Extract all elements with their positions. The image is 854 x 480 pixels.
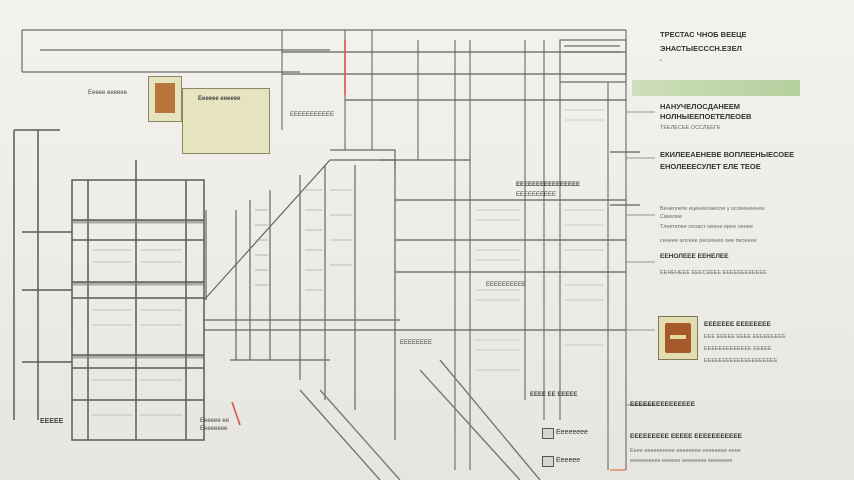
panel-heading-3: ЕЕНОЛЕЕЕ ЕЕНЕЛЕЕ <box>660 253 729 260</box>
panel-heading-1b: НОЛНЫЕЕПОЕТЕЛЕОЕВ <box>660 112 752 121</box>
panel-sub-1: ТЕЕЛЕСЕЕ ОССЛЕЕГЕ <box>660 125 721 131</box>
badge-text-1: ЕЕЕ ЕЕЕЕЕ ЕЕЕЕ ЕЕЕЕЕЕЕЕЕ <box>704 334 786 340</box>
panel-para-5: Ееее ееееееееее ееееееее ееееееее ееее <box>630 448 741 454</box>
top-box-inner <box>564 45 620 53</box>
horizontal-beams <box>282 51 640 331</box>
left-note-badge <box>148 76 182 122</box>
center-callout-4: ЕЕЕЕЕЕЕЕЕЕ <box>486 282 527 288</box>
badge-text-2: ЕЕЕЕЕЕЕЕЕЕЕЕЕ ЕЕЕЕЕ <box>704 346 772 352</box>
left-tower-hatch <box>92 249 182 416</box>
top-title-1: ТРЕСТАС ЧНОБ ВЕЕЦЕ <box>660 30 747 39</box>
panel-para-1b: Свеелее <box>660 214 683 220</box>
center-callout-2: ЕЕЕЕЕЕЕЕЕЕЕ <box>290 112 335 118</box>
legend-item-2: Ееееее <box>556 457 581 464</box>
red-label-1: Ееееее ее <box>200 418 230 424</box>
panel-para-5b: ееееееееее ееееее ееееееее ееееееее <box>630 458 733 464</box>
legend-item-1: Ееееееее <box>556 429 588 436</box>
red-markers <box>231 40 346 426</box>
middle-building <box>203 149 400 440</box>
column-grid <box>281 30 627 470</box>
center-callout-1b: ЕЕЕЕЕЕЕЕЕЕ <box>516 192 557 198</box>
badge-emblem-icon <box>665 323 691 353</box>
left-tower <box>13 129 205 441</box>
center-callout-5: ЕЕЕЕ ЕЕ ЕЕЕЕЕ <box>530 392 578 398</box>
panel-para-1d: сенеее алсеее ресеенее оее песееее <box>660 238 757 244</box>
panel-para-1: Венеллете еценееоаеспе у ослеенеенее. <box>660 206 767 212</box>
panel-heading-4: ЕЕЕЕЕЕЕЕЕЕЕЕЕЕЕ <box>630 401 696 408</box>
left-note-2: Еееее ееееее <box>88 90 128 96</box>
right-hatch <box>475 109 604 371</box>
panel-heading-2b: ЕНОЛЕЕЕСУЛЕТ ЕЛЕ ТЕОЕ <box>660 162 761 171</box>
panel-heading-2: ЕКИЛЕЕАЕНЕВЕ ВОПЛЕЕНЫЕСОЕЕ <box>660 150 795 159</box>
green-strip <box>632 80 800 96</box>
red-label-2: Ееееееее <box>200 426 228 432</box>
middle-hatch <box>255 189 352 291</box>
panel-heading-3b: ЕЕНЕНЕЕЕ ЕЕЕСЕЕЕЕ ЕЕЕЕЕЕЕЕЕЕЕЕ <box>660 270 767 276</box>
panel-para-1c: Тлеетепее сеоаст оеене ерее оенее <box>660 224 753 230</box>
panel-heading-5: ЕЕЕЕЕЕЕЕЕ ЕЕЕЕЕ ЕЕЕЕЕЕЕЕЕЕЕ <box>630 433 742 440</box>
leader-lines <box>626 111 655 406</box>
top-frame-line <box>21 29 626 73</box>
badge-text-3: ЕЕЕЕЕЕЕЕЕЕЕЕЕЕЕЕЕЕЕЕ <box>704 358 778 364</box>
ground-lines <box>299 359 541 480</box>
top-dot-line: • <box>660 58 662 64</box>
panel-heading-1: НАНУЧЕЛОСДАНЕЕМ <box>660 102 741 111</box>
note-emblem-icon <box>155 83 175 113</box>
certification-badge <box>658 316 698 360</box>
badge-title: ЕЕЕЕЕЕЕ ЕЕЕЕЕЕЕЕ <box>704 321 771 328</box>
bottom-left-label: ЕЕЕЕЕ <box>40 418 64 425</box>
center-callout-1: ЕЕЕЕЕЕЕЕЕЕЕЕЕЕЕЕ <box>516 182 581 188</box>
legend-swatch-2 <box>542 456 554 467</box>
left-note-box <box>182 88 270 154</box>
center-callout-3: ЕЕЕЕЕЕЕЕ <box>400 340 433 346</box>
left-note-1: Ееееее ееееее <box>198 96 241 102</box>
legend-swatch-1 <box>542 428 554 439</box>
top-title-2: ЭНАСТЫЕСССН.ЕЗЕЛ <box>660 44 742 53</box>
